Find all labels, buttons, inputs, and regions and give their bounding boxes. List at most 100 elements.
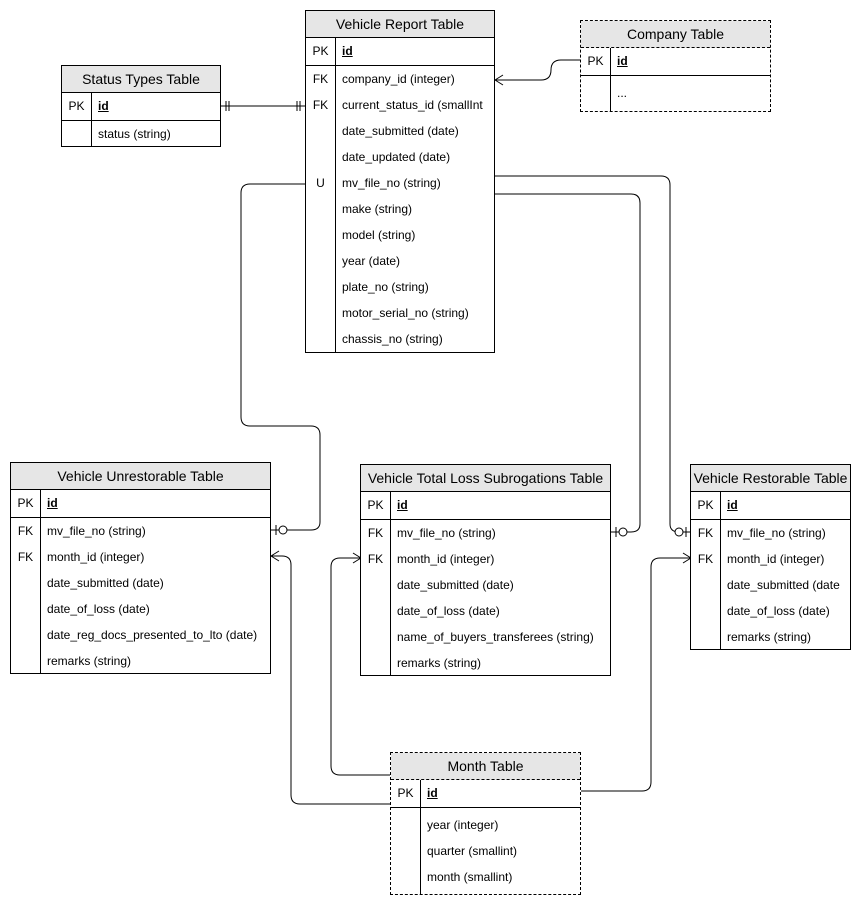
- field-name: mv_file_no (string): [47, 524, 146, 538]
- relation-report-to-total-loss: [495, 193, 641, 537]
- field-name: date_of_loss (date): [727, 604, 830, 618]
- field-name: date_submitted (date): [397, 578, 514, 592]
- field-name: date_submitted (date): [47, 576, 164, 590]
- field-row: remarks (string): [11, 648, 270, 674]
- field-name: model (string): [342, 228, 416, 242]
- relation-restorable-to-month: [580, 552, 692, 792]
- pk-row: PK id: [581, 48, 770, 76]
- field-name: quarter (smallint): [427, 844, 518, 858]
- entity-title: Vehicle Restorable Table: [691, 465, 850, 492]
- relation-report-to-unrestorable: [240, 183, 321, 535]
- pk-field: id: [617, 54, 628, 68]
- field-key: [361, 572, 390, 598]
- key-column-divider: [420, 780, 421, 894]
- field-key: [306, 144, 335, 170]
- field-row: date_reg_docs_presented_to_lto (date): [11, 622, 270, 648]
- field-row: chassis_no (string): [306, 326, 494, 352]
- field-key: FK: [312, 98, 329, 112]
- field-key: [691, 624, 720, 650]
- field-row: motor_serial_no (string): [306, 300, 494, 326]
- field-name: remarks (string): [47, 654, 132, 668]
- field-row: date_submitted (date): [361, 572, 610, 598]
- field-name: remarks (string): [727, 630, 812, 644]
- vehicle-total-loss-table: Vehicle Total Loss Subrogations Table PK…: [360, 464, 611, 676]
- pk-key: PK: [587, 54, 604, 68]
- field-key: FK: [17, 550, 34, 564]
- entity-title: Month Table: [391, 753, 580, 780]
- pk-field: id: [342, 44, 353, 58]
- field-name: name_of_buyers_transferees (string): [397, 630, 594, 644]
- field-name: date_reg_docs_presented_to_lto (date): [47, 628, 258, 642]
- field-row: date_submitted (date): [306, 118, 494, 144]
- field-name: date_of_loss (date): [397, 604, 500, 618]
- field-row: date_submitted (date): [11, 570, 270, 596]
- field-name: current_status_id (smallInt: [342, 98, 483, 112]
- field-name: mv_file_no (string): [342, 176, 441, 190]
- field-name: month_id (integer): [47, 550, 145, 564]
- key-column-divider: [335, 38, 336, 352]
- field-row: date_updated (date): [306, 144, 494, 170]
- field-row: date_of_loss (date): [361, 598, 610, 624]
- field-name: year (date): [342, 254, 401, 268]
- pk-row: PK id: [691, 492, 850, 520]
- field-key: [11, 596, 40, 622]
- field-key: FK: [697, 526, 714, 540]
- field-name: chassis_no (string): [342, 332, 443, 346]
- field-name: mv_file_no (string): [727, 526, 826, 540]
- field-row: remarks (string): [361, 650, 610, 676]
- field-row: FK current_status_id (smallInt: [306, 92, 494, 118]
- field-key: [361, 650, 390, 676]
- field-row: date_of_loss (date): [11, 596, 270, 622]
- field-name: date_of_loss (date): [47, 602, 150, 616]
- field-key: [306, 196, 335, 222]
- relation-status-to-report: [220, 101, 306, 111]
- pk-row: PK id: [361, 492, 610, 520]
- field-name: date_submitted (date: [727, 578, 840, 592]
- pk-key: PK: [697, 498, 714, 512]
- pk-key: PK: [312, 44, 329, 58]
- field-key: FK: [367, 526, 384, 540]
- field-name: company_id (integer): [342, 72, 455, 86]
- company-table: Company Table PK id ...: [580, 20, 771, 112]
- relation-report-to-company: [494, 59, 581, 86]
- field-row: name_of_buyers_transferees (string): [361, 624, 610, 650]
- pk-row: PK id: [391, 780, 580, 808]
- field-key: [306, 300, 335, 326]
- field-key: FK: [697, 552, 714, 566]
- field-key: [391, 838, 420, 864]
- field-name: month_id (integer): [397, 552, 495, 566]
- entity-title: Vehicle Report Table: [306, 11, 494, 38]
- relation-total-loss-to-month: [330, 552, 391, 776]
- field-key: FK: [312, 72, 329, 86]
- relation-unrestorable-to-month: [270, 550, 391, 805]
- field-row: FK company_id (integer): [306, 66, 494, 92]
- field-key: FK: [367, 552, 384, 566]
- pk-field: id: [98, 99, 109, 113]
- field-name: ...: [617, 86, 628, 100]
- entity-title: Vehicle Unrestorable Table: [11, 463, 270, 490]
- key-column-divider: [91, 93, 92, 146]
- key-column-divider: [720, 492, 721, 649]
- field-name: month_id (integer): [727, 552, 825, 566]
- relation-report-to-restorable: [495, 175, 691, 537]
- field-key: [306, 222, 335, 248]
- field-row: make (string): [306, 196, 494, 222]
- entity-title: Company Table: [581, 21, 770, 48]
- pk-field: id: [727, 498, 738, 512]
- field-key: [11, 570, 40, 596]
- field-name: month (smallint): [427, 870, 513, 884]
- field-key: [361, 624, 390, 650]
- field-key: [62, 121, 91, 147]
- month-table: Month Table PK id year (integer) quarter…: [390, 752, 581, 895]
- field-row: model (string): [306, 222, 494, 248]
- field-name: date_submitted (date): [342, 124, 459, 138]
- field-row: remarks (string): [691, 624, 850, 650]
- field-row: year (integer): [391, 812, 580, 838]
- field-key: [11, 622, 40, 648]
- field-row: ...: [581, 76, 770, 112]
- field-row: year (date): [306, 248, 494, 274]
